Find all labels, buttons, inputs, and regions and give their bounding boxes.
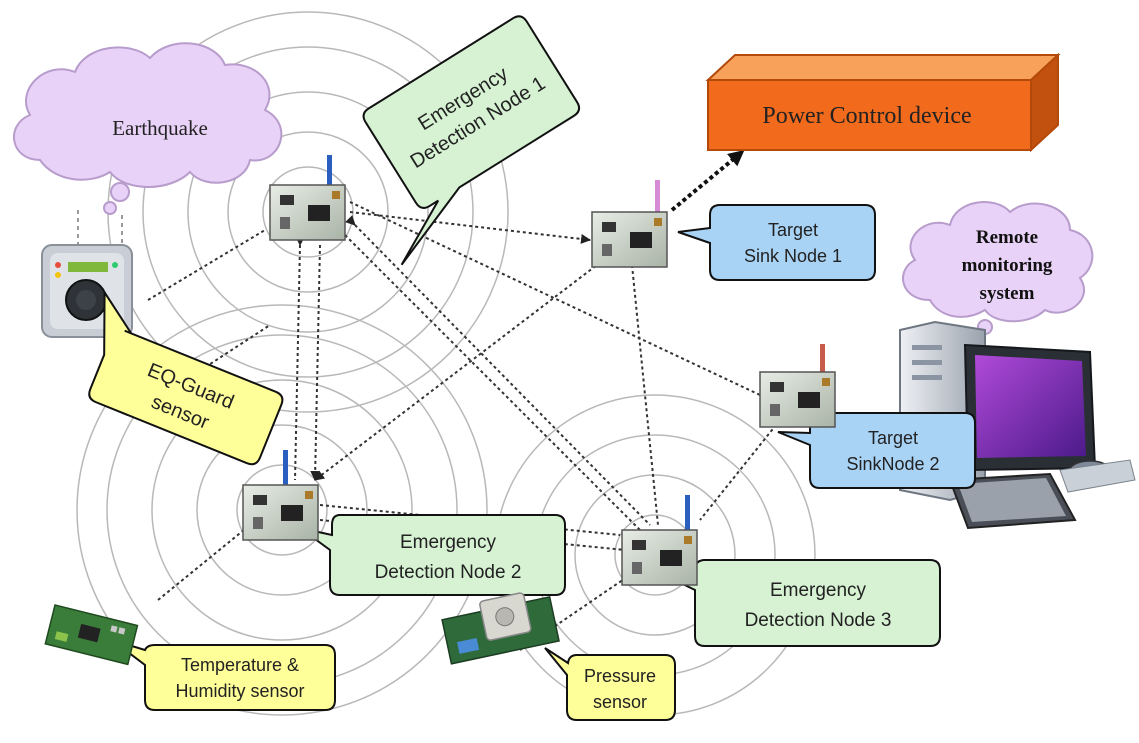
callout-sink2-line2: SinkNode 2	[846, 454, 939, 474]
remote-line1: Remote	[976, 227, 1038, 248]
earthquake-cloud: Earthquake	[13, 42, 283, 215]
power-control-device: Power Control device	[705, 52, 1061, 153]
callout-temp-line1: Temperature &	[181, 655, 299, 675]
callout-sink1: Target Sink Node 1	[677, 204, 876, 281]
remote-line2: monitoring	[962, 255, 1053, 276]
power-control-label: Power Control device	[762, 103, 971, 129]
remote-line3: system	[980, 283, 1035, 304]
callout-node3-line2: Detection Node 3	[745, 610, 892, 631]
callout-temp-line2: Humidity sensor	[175, 681, 304, 701]
callout-node1: Emergency Detection Node 1	[362, 15, 581, 266]
callout-node2-line1: Emergency	[400, 532, 497, 553]
callout-node3: Emergency Detection Node 3	[657, 559, 941, 647]
callout-pressure: Pressure sensor	[544, 647, 676, 721]
sensor-node-board-icon	[759, 344, 836, 428]
callout-node2-line2: Detection Node 2	[375, 562, 522, 583]
callout-sink2: Target SinkNode 2	[777, 412, 976, 489]
pressure-sensor-board-icon	[441, 592, 560, 665]
callout-temp: Temperature & Humidity sensor	[111, 639, 336, 711]
callout-node3-line1: Emergency	[770, 580, 867, 601]
callout-node2: Emergency Detection Node 2	[299, 514, 566, 596]
callout-pressure-line2: sensor	[593, 692, 647, 712]
callout-sink1-line1: Target	[768, 220, 818, 240]
sensor-node-board-icon	[269, 155, 346, 241]
callout-sink1-line2: Sink Node 1	[744, 246, 842, 266]
callout-sink2-line1: Target	[868, 428, 918, 448]
sensor-node-board-icon	[591, 180, 668, 268]
callout-pressure-line1: Pressure	[584, 666, 656, 686]
power-link-arrow	[670, 149, 745, 212]
sensor-node-board-icon	[621, 495, 698, 586]
remote-monitoring-cloud: Remote monitoring system	[902, 201, 1094, 347]
temperature-humidity-board-icon	[44, 604, 139, 666]
sensor-node-board-icon	[242, 450, 319, 541]
earthquake-label: Earthquake	[112, 116, 208, 140]
